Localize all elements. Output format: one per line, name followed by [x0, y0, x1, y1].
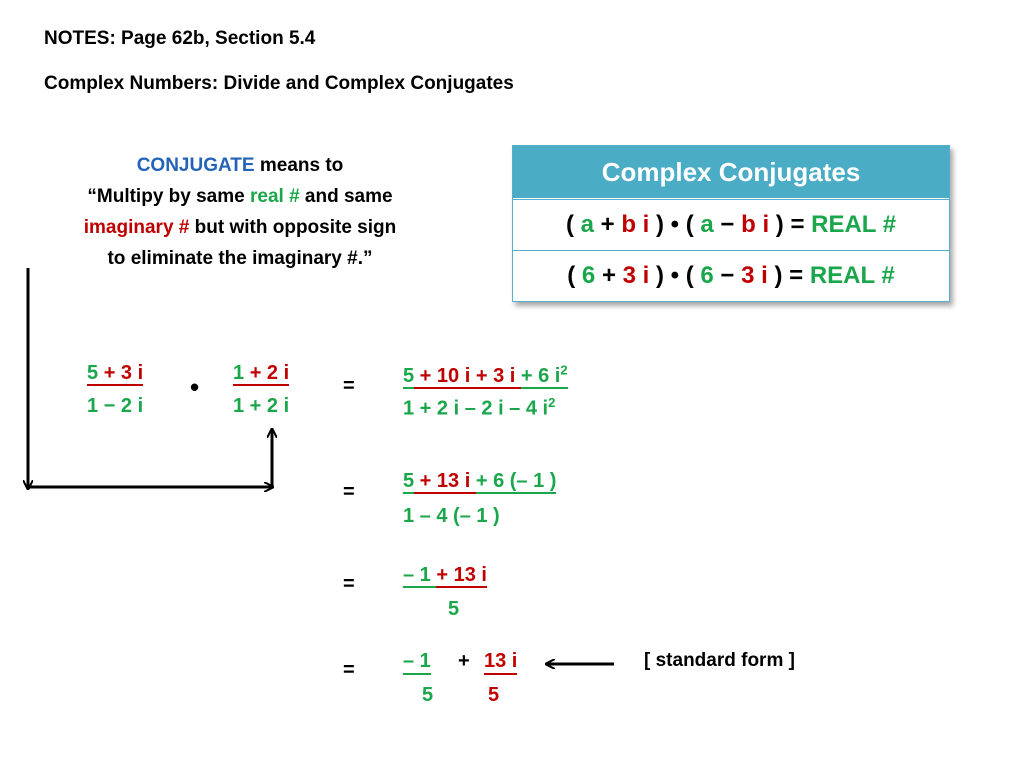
equals-sign: =: [343, 375, 355, 397]
table-row: ( a + b i ) • ( a − b i ) = REAL #: [513, 199, 949, 250]
fraction1-numerator: 5 + 3 i: [87, 362, 144, 386]
conjugates-table: Complex Conjugates ( a + b i ) • ( a − b…: [512, 145, 950, 302]
fraction2-numerator: 1 + 2 i: [233, 362, 290, 386]
table-title: Complex Conjugates: [513, 146, 949, 199]
fraction2-denominator: 1 + 2 i: [233, 395, 290, 417]
table-row: ( 6 + 3 i ) • ( 6 − 3 i ) = REAL #: [513, 250, 949, 301]
conjugate-word: CONJUGATE: [136, 155, 255, 176]
result2-numerator: 5 + 13 i + 6 (– 1 ): [403, 470, 557, 494]
equals-sign: =: [343, 481, 355, 503]
real-part-denominator: 5: [422, 684, 434, 706]
result1-numerator: 5 + 10 i + 3 i + 6 i2: [403, 362, 568, 389]
equals-sign: =: [343, 659, 355, 681]
page-subtitle: Complex Numbers: Divide and Complex Conj…: [44, 73, 514, 94]
equals-sign: =: [343, 573, 355, 595]
result3-denominator: 5: [448, 598, 460, 620]
imag-part-numerator: 13 i: [484, 650, 518, 675]
real-part-numerator: – 1: [403, 650, 431, 675]
result2-denominator: 1 – 4 (– 1 ): [403, 505, 500, 527]
plus-sign: +: [458, 650, 470, 672]
imaginary-word: imaginary #: [83, 217, 190, 238]
multiply-dot: •: [190, 372, 200, 402]
imag-part-denominator: 5: [488, 684, 500, 706]
conjugate-definition: CONJUGATE means to “Multipy by same real…: [83, 155, 397, 269]
real-word: real #: [250, 186, 300, 207]
page-heading: NOTES: Page 62b, Section 5.4: [44, 28, 316, 49]
result3-numerator: – 1 + 13 i: [403, 564, 487, 588]
fraction1-denominator: 1 − 2 i: [87, 395, 144, 417]
result1-denominator: 1 + 2 i – 2 i – 4 i2: [403, 395, 556, 420]
standard-form-label: [ standard form ]: [644, 650, 795, 671]
